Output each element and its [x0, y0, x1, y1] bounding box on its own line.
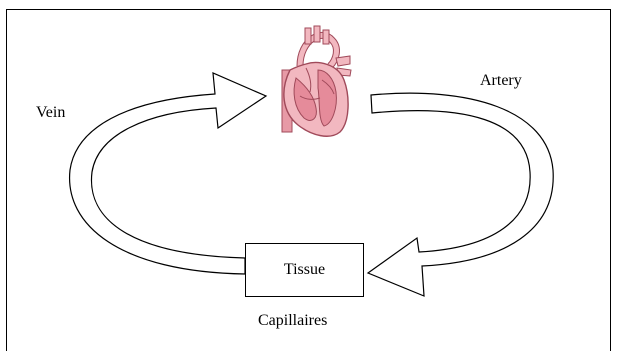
- vein-label: Vein: [36, 104, 65, 122]
- artery-arrow: [368, 93, 553, 296]
- tissue-box: Tissue: [245, 243, 364, 297]
- vein-arrow: [70, 73, 266, 274]
- heart-icon: [282, 26, 351, 136]
- tissue-label: Tissue: [284, 261, 325, 279]
- capillaries-label: Capillaires: [258, 312, 327, 330]
- artery-label: Artery: [480, 72, 522, 90]
